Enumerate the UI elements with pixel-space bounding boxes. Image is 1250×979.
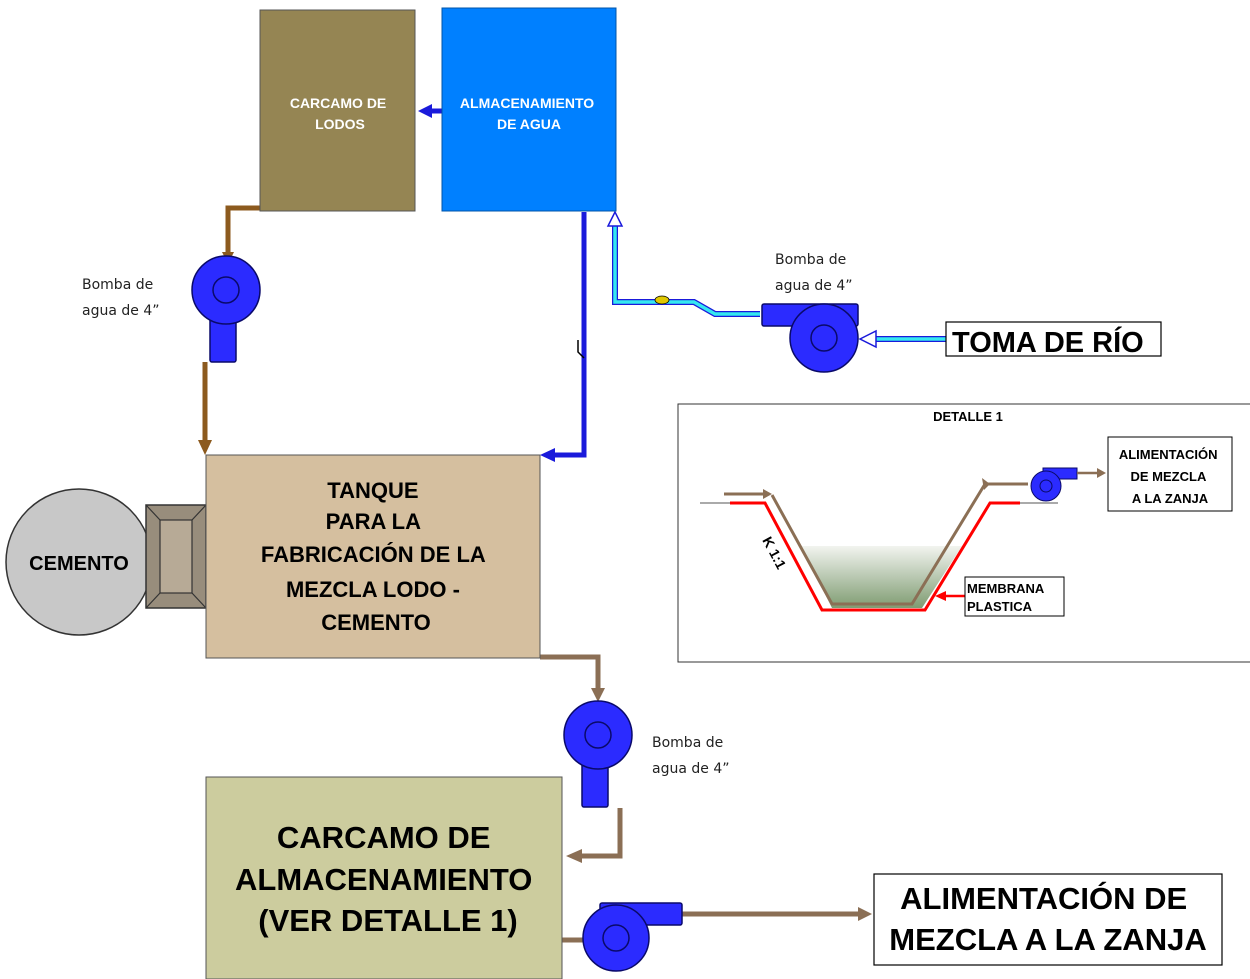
pipe-pump-to-tanque — [198, 362, 212, 455]
detalle-pump-icon — [1030, 467, 1078, 502]
almacenamiento-line-3: (VER DETALLE 1) — [258, 903, 518, 938]
pipe-almacenamiento-to-alimentacion — [562, 907, 872, 943]
carcamo-almacenamiento-block: CARCAMO DE ALMACENAMIENTO (VER DETALLE 1… — [205, 776, 563, 979]
tanque-line-3: FABRICACIÓN DE LA — [261, 542, 486, 567]
cemento-silo: CEMENTO — [5, 488, 153, 636]
svg-text:ALIMENTACIÓN DE MEZCLA A: ALIMENTACIÓN DE MEZCLA A LA ZANJA — [889, 880, 1206, 957]
almacenamiento-line-2: ALMACENAMIENTO — [235, 862, 532, 897]
cemento-label: CEMENTO — [29, 553, 129, 575]
tanque-line-2: PARA LA — [326, 509, 421, 534]
membrana-label: MEMBRANA PLASTICA — [967, 581, 1047, 614]
svg-text:TANQUE PARA LA FAB: TANQUE PARA LA FABRICACIÓN DE LA MEZCLA … — [261, 478, 491, 635]
alimentacion-zanja-box: ALIMENTACIÓN DE MEZCLA A LA ZANJA — [873, 873, 1223, 966]
svg-text:CARCAMO DE LODOS: CARCAMO DE LODOS — [290, 95, 390, 132]
pump-zanja-icon — [582, 902, 683, 972]
alimentacion-line-2: MEZCLA A LA ZANJA — [889, 922, 1206, 957]
pipe-agua-to-lodos — [418, 104, 442, 118]
svg-text:ALMACENAMIENTO DE AGUA: ALMACENAMIENTO DE AGUA — [460, 95, 598, 132]
trench-water — [801, 546, 962, 608]
almacenamiento-agua-block: ALMACENAMIENTO DE AGUA — [441, 7, 617, 212]
toma-label: TOMA DE RÍO — [952, 325, 1144, 359]
detalle-title: DETALLE 1 — [933, 409, 1003, 424]
toma-de-rio-box: TOMA DE RÍO — [945, 321, 1162, 359]
trench-pipe-path — [770, 483, 987, 606]
pipe-river-to-agua — [606, 210, 760, 317]
pump-mezcla-icon — [563, 700, 633, 808]
tanque-line-4: MEZCLA LODO - — [286, 577, 460, 602]
lodos-line-1: CARCAMO DE — [290, 95, 386, 111]
tanque-line-1: TANQUE — [327, 478, 418, 503]
pump-lodos-icon — [191, 255, 261, 363]
pipe-tanque-to-pump — [540, 654, 605, 702]
pipe-toma-to-pump — [858, 329, 946, 349]
pump-label-3: Bomba de agua de 4” — [652, 735, 729, 777]
alimentacion-line-1: ALIMENTACIÓN DE — [900, 880, 1187, 916]
tanque-mezcla-block: TANQUE PARA LA FABRICACIÓN DE LA MEZCLA … — [205, 454, 541, 659]
lodos-line-2: LODOS — [315, 116, 365, 132]
tanque-line-5: CEMENTO — [321, 610, 431, 635]
pump-label-2: Bomba de agua de 4” — [775, 252, 852, 294]
almacenamiento-line-1: CARCAMO DE — [277, 820, 491, 855]
svg-text:CARCAMO DE ALMACENAMIENT: CARCAMO DE ALMACENAMIENTO (VER DETALLE 1… — [235, 820, 541, 938]
detalle-1-panel: DETALLE 1 K 1:1 MEMBRANA PLASTICA — [677, 403, 1250, 663]
detalle-alimentacion-label: ALIMENTACIÓN DE MEZCLA A LA ZANJA — [1119, 447, 1221, 506]
carcamo-lodos-block: CARCAMO DE LODOS — [259, 9, 416, 212]
agua-line-2: DE AGUA — [497, 116, 561, 132]
agua-line-1: ALMACENAMIENTO — [460, 95, 594, 111]
membrane-line — [730, 501, 1020, 612]
pipe-agua-to-tanque — [540, 212, 587, 462]
pump-rio-icon — [761, 303, 859, 373]
cemento-hopper — [145, 504, 207, 609]
pump-label-1: Bomba de agua de 4” — [82, 277, 159, 319]
pipe-pump-to-almacenamiento — [566, 808, 623, 863]
